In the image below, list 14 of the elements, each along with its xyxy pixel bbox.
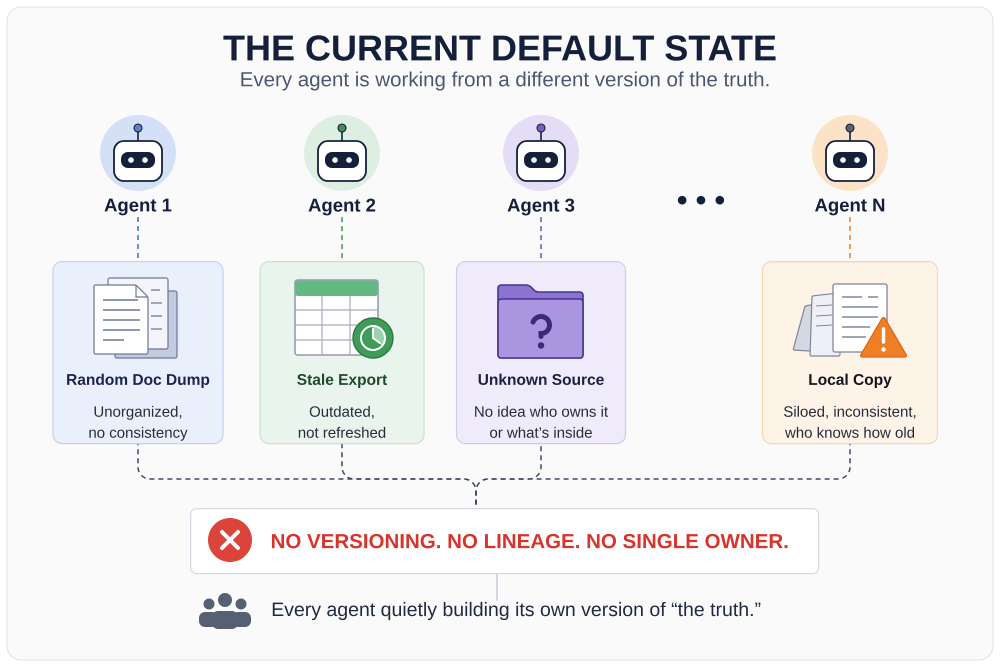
agent-label: Agent 3 bbox=[508, 198, 574, 216]
agent-label: Agent 1 bbox=[104, 198, 172, 216]
agent-label: Agent N bbox=[815, 198, 884, 216]
subtitle: Every agent is working from a different version of the truth. bbox=[241, 71, 768, 91]
title: THE CURRENT DEFAULT STATE bbox=[223, 35, 776, 61]
warning-banner: NO VERSIONING. NO LINEAGE. NO SINGLE OWNER. bbox=[190, 508, 820, 574]
footer-text: Every agent quietly building its own version of “the truth.” bbox=[272, 602, 760, 620]
ellipsis: • • • bbox=[678, 196, 724, 205]
dashed-connector bbox=[540, 217, 542, 261]
dashed-connector bbox=[341, 217, 343, 261]
agent-label: Agent 2 bbox=[308, 198, 376, 216]
dashed-connector bbox=[137, 217, 139, 261]
connector-line bbox=[496, 574, 498, 601]
dashed-connector bbox=[849, 217, 851, 261]
